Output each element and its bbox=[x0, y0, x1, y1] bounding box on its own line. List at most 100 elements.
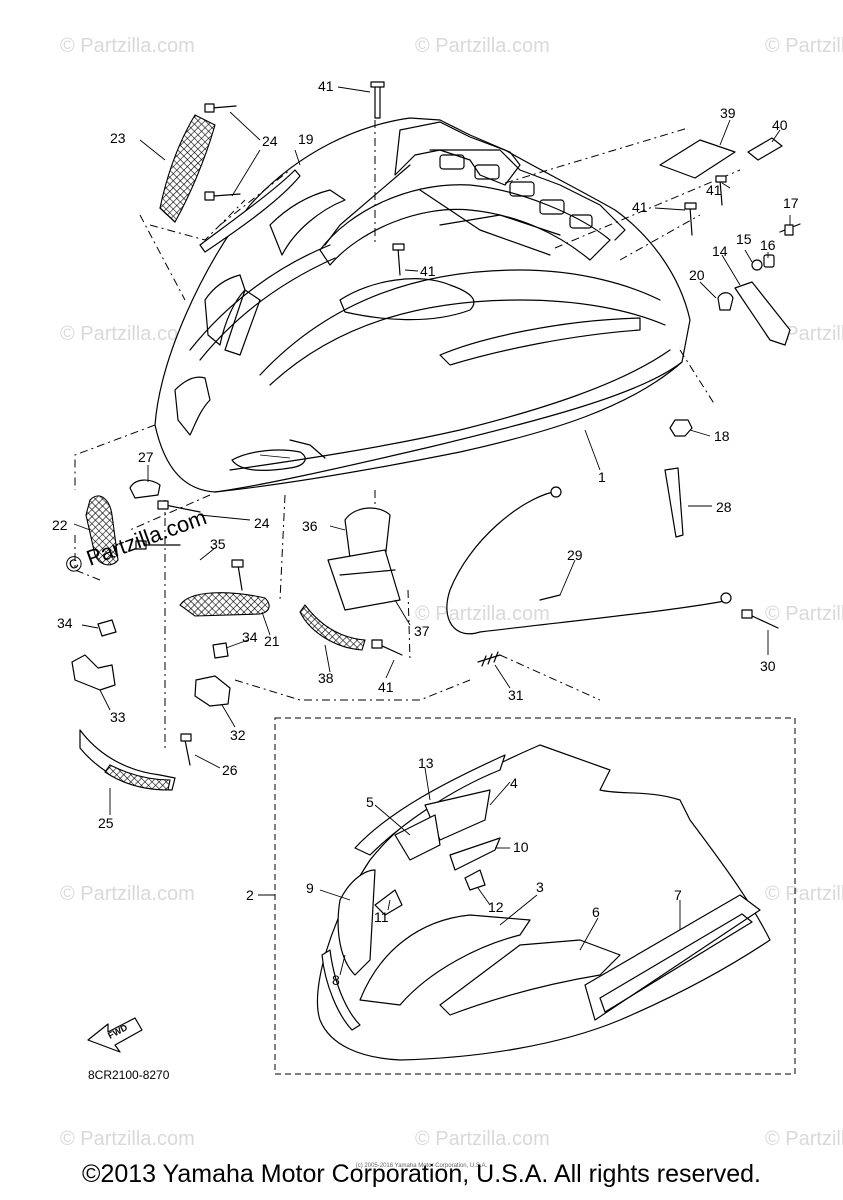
callout: 12 bbox=[488, 899, 504, 915]
clip-40 bbox=[747, 137, 783, 161]
watermark: © Partzilla.com bbox=[415, 603, 550, 625]
callout: 17 bbox=[783, 195, 799, 211]
callout: 5 bbox=[366, 794, 374, 810]
plate-39 bbox=[659, 139, 736, 179]
cable-parts bbox=[446, 486, 779, 667]
graphics-kit-box bbox=[274, 717, 796, 1075]
callout: 41 bbox=[378, 679, 394, 695]
callout: 7 bbox=[674, 887, 682, 903]
decal-10 bbox=[449, 837, 501, 871]
callout: 21 bbox=[264, 633, 280, 649]
decal-6 bbox=[439, 939, 621, 1016]
callout: 24 bbox=[262, 133, 278, 149]
callout: 34 bbox=[242, 629, 258, 645]
left-upper-parts bbox=[159, 103, 301, 253]
callout: 3 bbox=[536, 879, 544, 895]
callout: 10 bbox=[513, 839, 529, 855]
callout: 38 bbox=[318, 670, 334, 686]
decal-11 bbox=[374, 889, 403, 916]
callout: 35 bbox=[210, 536, 226, 552]
decal-3 bbox=[359, 914, 531, 1006]
watermark: © Partzilla.com bbox=[415, 1128, 550, 1150]
callout: 32 bbox=[230, 727, 246, 743]
callout: 22 bbox=[52, 517, 68, 533]
callout: 6 bbox=[592, 904, 600, 920]
callout: 11 bbox=[374, 909, 389, 925]
callout: 4 bbox=[510, 775, 518, 791]
callout-labels: 41 23 24 19 39 40 41 41 17 16 15 14 20 4… bbox=[52, 78, 799, 988]
callout: 28 bbox=[716, 499, 732, 515]
watermark: © Partzilla.com bbox=[765, 1128, 843, 1150]
washer-15 bbox=[751, 259, 763, 271]
callout: 27 bbox=[138, 449, 154, 465]
left-lower-parts bbox=[71, 479, 270, 791]
nut-18 bbox=[669, 419, 693, 437]
center-parts bbox=[299, 507, 403, 656]
callout: 41 bbox=[706, 182, 722, 198]
copyright-footer: ©2013 Yamaha Motor Corporation, U.S.A. A… bbox=[82, 1160, 761, 1188]
callout: 20 bbox=[689, 267, 705, 283]
callout: 9 bbox=[306, 880, 314, 896]
callout: 13 bbox=[418, 755, 434, 771]
callout: 2 bbox=[246, 887, 254, 903]
callout: 1 bbox=[598, 469, 606, 485]
decal-5 bbox=[394, 814, 441, 861]
clip-27 bbox=[129, 479, 161, 499]
callout: 15 bbox=[736, 231, 752, 247]
bracket-33 bbox=[71, 654, 116, 691]
callout: 39 bbox=[720, 105, 736, 121]
watermark: © Partzilla.com bbox=[415, 35, 550, 57]
fwd-arrow: FWD bbox=[87, 1017, 143, 1053]
watermark: © Partzilla.com bbox=[765, 35, 843, 57]
watermark: © Partzilla.com bbox=[765, 603, 843, 625]
decal-19 bbox=[199, 169, 301, 253]
trim-25 bbox=[79, 729, 176, 791]
grille-21 bbox=[179, 592, 270, 617]
decal-9 bbox=[337, 869, 376, 976]
callout: 26 bbox=[222, 762, 238, 778]
mesh-38 bbox=[299, 604, 366, 651]
callout: 24 bbox=[254, 515, 270, 531]
hood-body bbox=[74, 117, 741, 750]
decal-12 bbox=[464, 869, 486, 891]
nut-34 bbox=[97, 619, 117, 637]
callout: 14 bbox=[712, 243, 728, 259]
leader-lines bbox=[73, 86, 791, 976]
watermark: © Partzilla.com bbox=[60, 323, 195, 345]
diagram-code: 8CR2100-8270 bbox=[88, 1068, 170, 1082]
small-credit: (c) 2005-2016 Yamaha Motor Corporation, … bbox=[355, 1163, 488, 1169]
callout: 40 bbox=[772, 117, 788, 133]
callout: 36 bbox=[302, 518, 318, 534]
callout: 37 bbox=[414, 623, 430, 639]
callout: 34 bbox=[57, 615, 73, 631]
nut-34b bbox=[212, 642, 229, 659]
callout: 18 bbox=[714, 428, 730, 444]
callout: 29 bbox=[567, 547, 583, 563]
bracket-32 bbox=[194, 675, 231, 707]
callout: 19 bbox=[298, 131, 314, 147]
grommet-20 bbox=[717, 292, 734, 311]
watermark: © Partzilla.com bbox=[765, 883, 843, 905]
callout: 16 bbox=[760, 237, 776, 253]
bracket-parts bbox=[370, 81, 801, 538]
grille-22 bbox=[85, 495, 119, 566]
callout: 41 bbox=[632, 199, 648, 215]
callout: 8 bbox=[332, 972, 340, 988]
callout: 41 bbox=[420, 263, 436, 279]
callout: 31 bbox=[508, 687, 524, 703]
callout: 30 bbox=[760, 658, 776, 674]
decal-8 bbox=[321, 949, 361, 1031]
band-28 bbox=[664, 467, 684, 538]
callout: 23 bbox=[110, 130, 126, 146]
callout: 33 bbox=[110, 709, 126, 725]
decal-7 bbox=[584, 894, 761, 1021]
mesh-23 bbox=[159, 114, 216, 223]
duct-37 bbox=[327, 549, 401, 611]
watermark: © Partzilla.com bbox=[60, 883, 195, 905]
strap-14 bbox=[734, 281, 791, 346]
collar-16 bbox=[763, 254, 775, 268]
watermark: © Partzilla.com bbox=[60, 1128, 195, 1150]
callout: 25 bbox=[98, 815, 114, 831]
callout: 41 bbox=[318, 78, 334, 94]
